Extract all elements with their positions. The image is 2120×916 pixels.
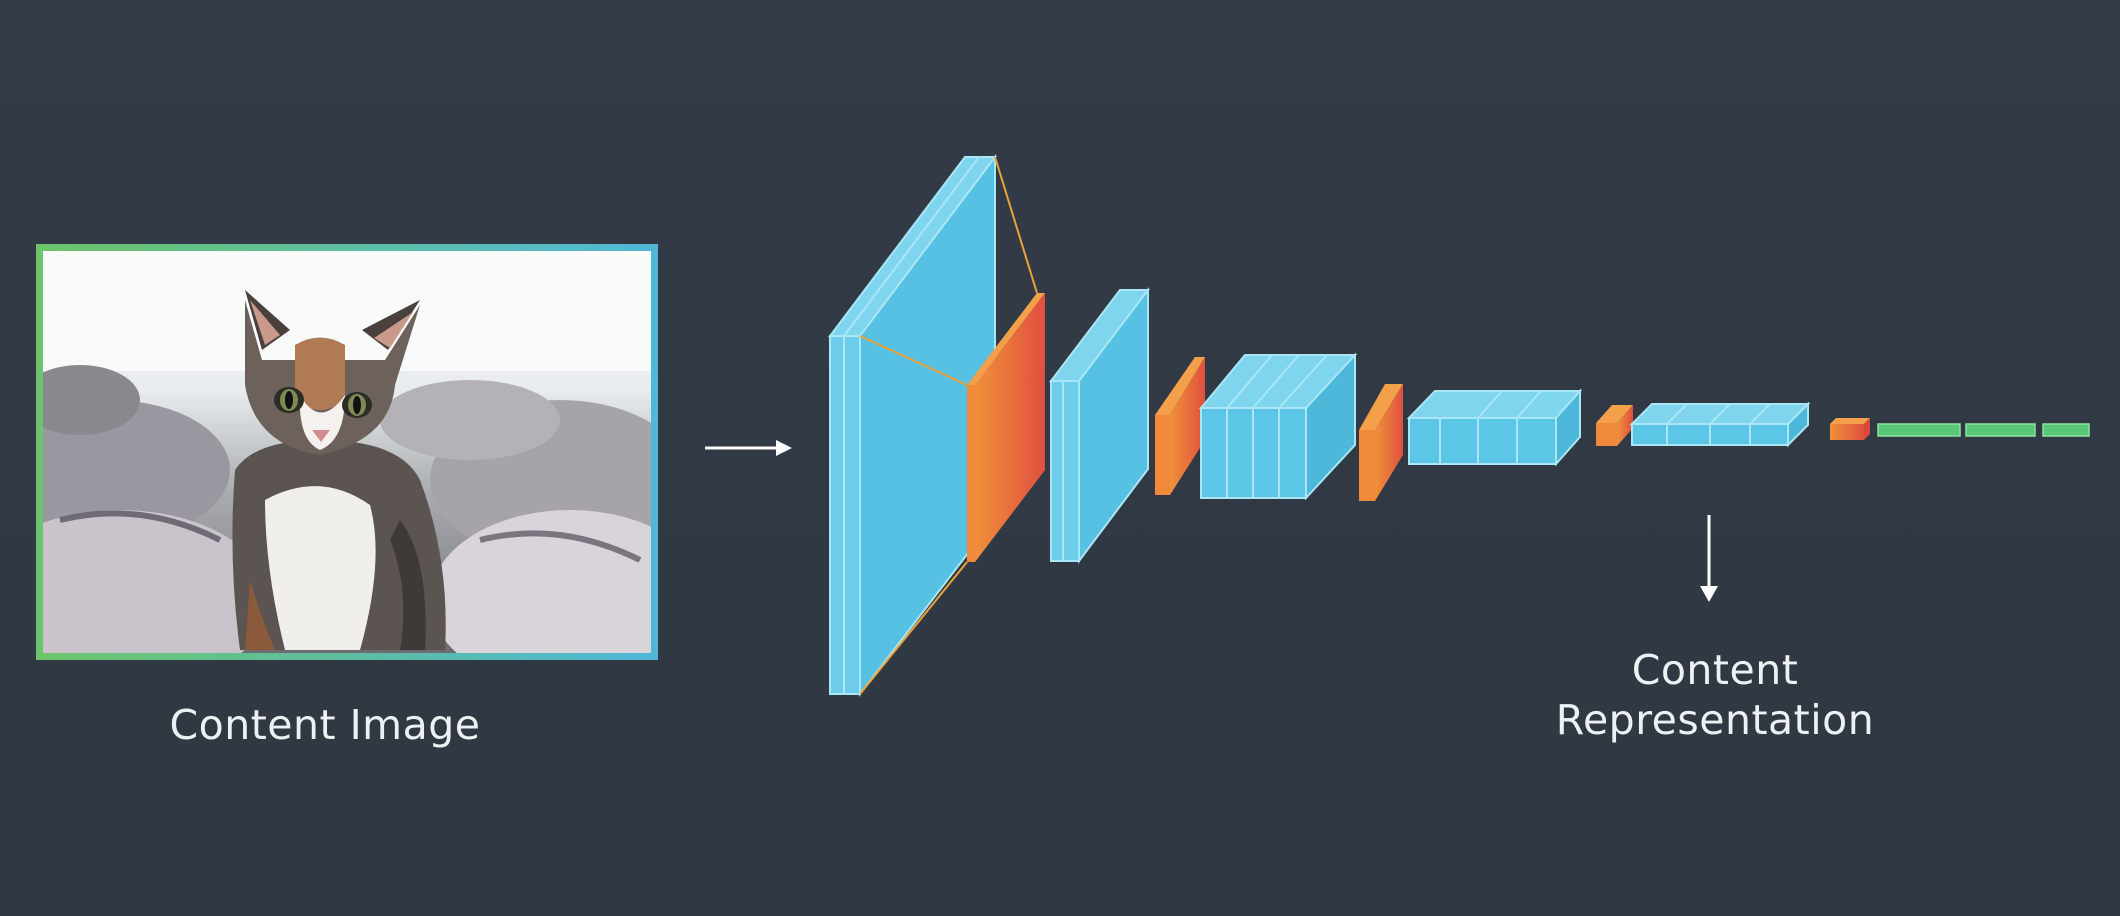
conv-layer-4: [1406, 388, 1583, 467]
content-representation-line1: Content: [1631, 646, 1799, 694]
cat-photo: [43, 251, 651, 653]
fc-layers: [1877, 423, 2090, 437]
content-image-label: Content Image: [169, 701, 481, 749]
conv-layer-2: [1048, 287, 1151, 564]
fc-layer-2: [1965, 423, 2036, 437]
pool-layer-1: [967, 293, 1045, 562]
content-representation-label: Content Representation: [1530, 645, 1900, 745]
content-representation-line2: Representation: [1555, 696, 1875, 744]
fc-layer-1: [1877, 423, 1961, 437]
arrow-right-icon: [705, 440, 792, 456]
pool-layer-4: [1596, 405, 1633, 446]
pool-layer-5: [1830, 418, 1870, 440]
pool-layer-2: [1155, 357, 1205, 495]
conv-layer-3: [1198, 352, 1358, 501]
arrow-down-icon: [1700, 515, 1718, 602]
receptive-field-lines: [859, 156, 1038, 695]
conv-layer-5: [1629, 401, 1811, 448]
cnn-network: [827, 154, 2090, 697]
content-image: [36, 244, 658, 660]
pool-layer-3: [1359, 384, 1403, 501]
fc-layer-3: [2042, 423, 2090, 437]
